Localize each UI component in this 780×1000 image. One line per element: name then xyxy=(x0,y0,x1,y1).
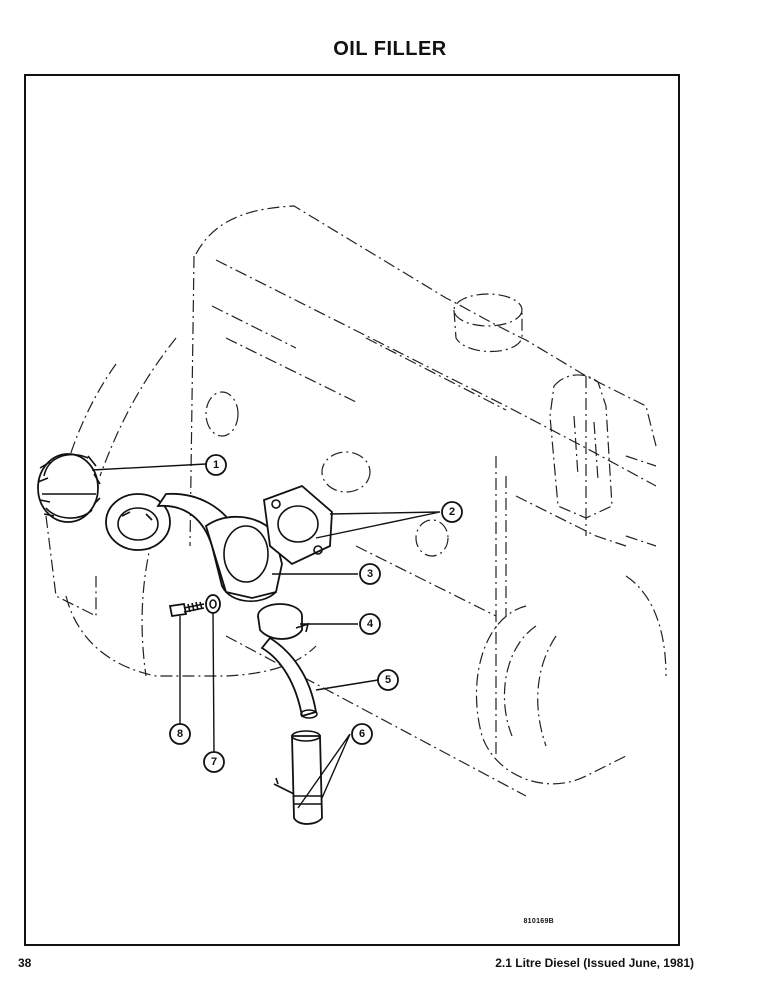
hose-part xyxy=(260,636,318,719)
callout-6: 6 xyxy=(351,723,373,745)
engine-block-outline xyxy=(45,205,667,797)
svg-text:5: 5 xyxy=(385,674,391,686)
washer-part xyxy=(205,594,221,614)
footer-text: 2.1 Litre Diesel (Issued June, 1981) xyxy=(495,956,694,970)
injection-pump-outline xyxy=(549,374,613,519)
callout-4: 4 xyxy=(359,613,381,635)
callout-2: 2 xyxy=(441,501,463,523)
callout-7: 7 xyxy=(203,751,225,773)
svg-text:8: 8 xyxy=(177,728,183,740)
leader-lines xyxy=(91,463,441,809)
callout-5: 5 xyxy=(377,669,399,691)
bolt-part xyxy=(168,601,205,618)
callout-3: 3 xyxy=(359,563,381,585)
filler-cap-part xyxy=(37,453,101,523)
filler-neck-part xyxy=(105,492,283,602)
callout-8: 8 xyxy=(169,723,191,745)
exploded-diagram: 1 2 3 4 5 6 7 8 xyxy=(37,205,667,825)
svg-text:3: 3 xyxy=(367,568,373,580)
page-title: OIL FILLER xyxy=(333,38,447,60)
svg-text:1: 1 xyxy=(213,459,219,471)
diagram-frame: 1 2 3 4 5 6 7 8 810169B xyxy=(24,74,680,946)
svg-text:4: 4 xyxy=(367,618,374,630)
lower-tube-part xyxy=(273,730,323,825)
rocker-cover-cap xyxy=(453,293,523,353)
svg-text:6: 6 xyxy=(359,728,365,740)
page-number: 38 xyxy=(18,956,32,970)
svg-text:7: 7 xyxy=(211,756,217,768)
drawing-code: 810169B xyxy=(523,918,554,925)
svg-text:2: 2 xyxy=(449,506,455,518)
callout-1: 1 xyxy=(205,454,227,476)
gasket-part xyxy=(263,484,333,566)
upper-hose-clip-part xyxy=(257,603,310,640)
